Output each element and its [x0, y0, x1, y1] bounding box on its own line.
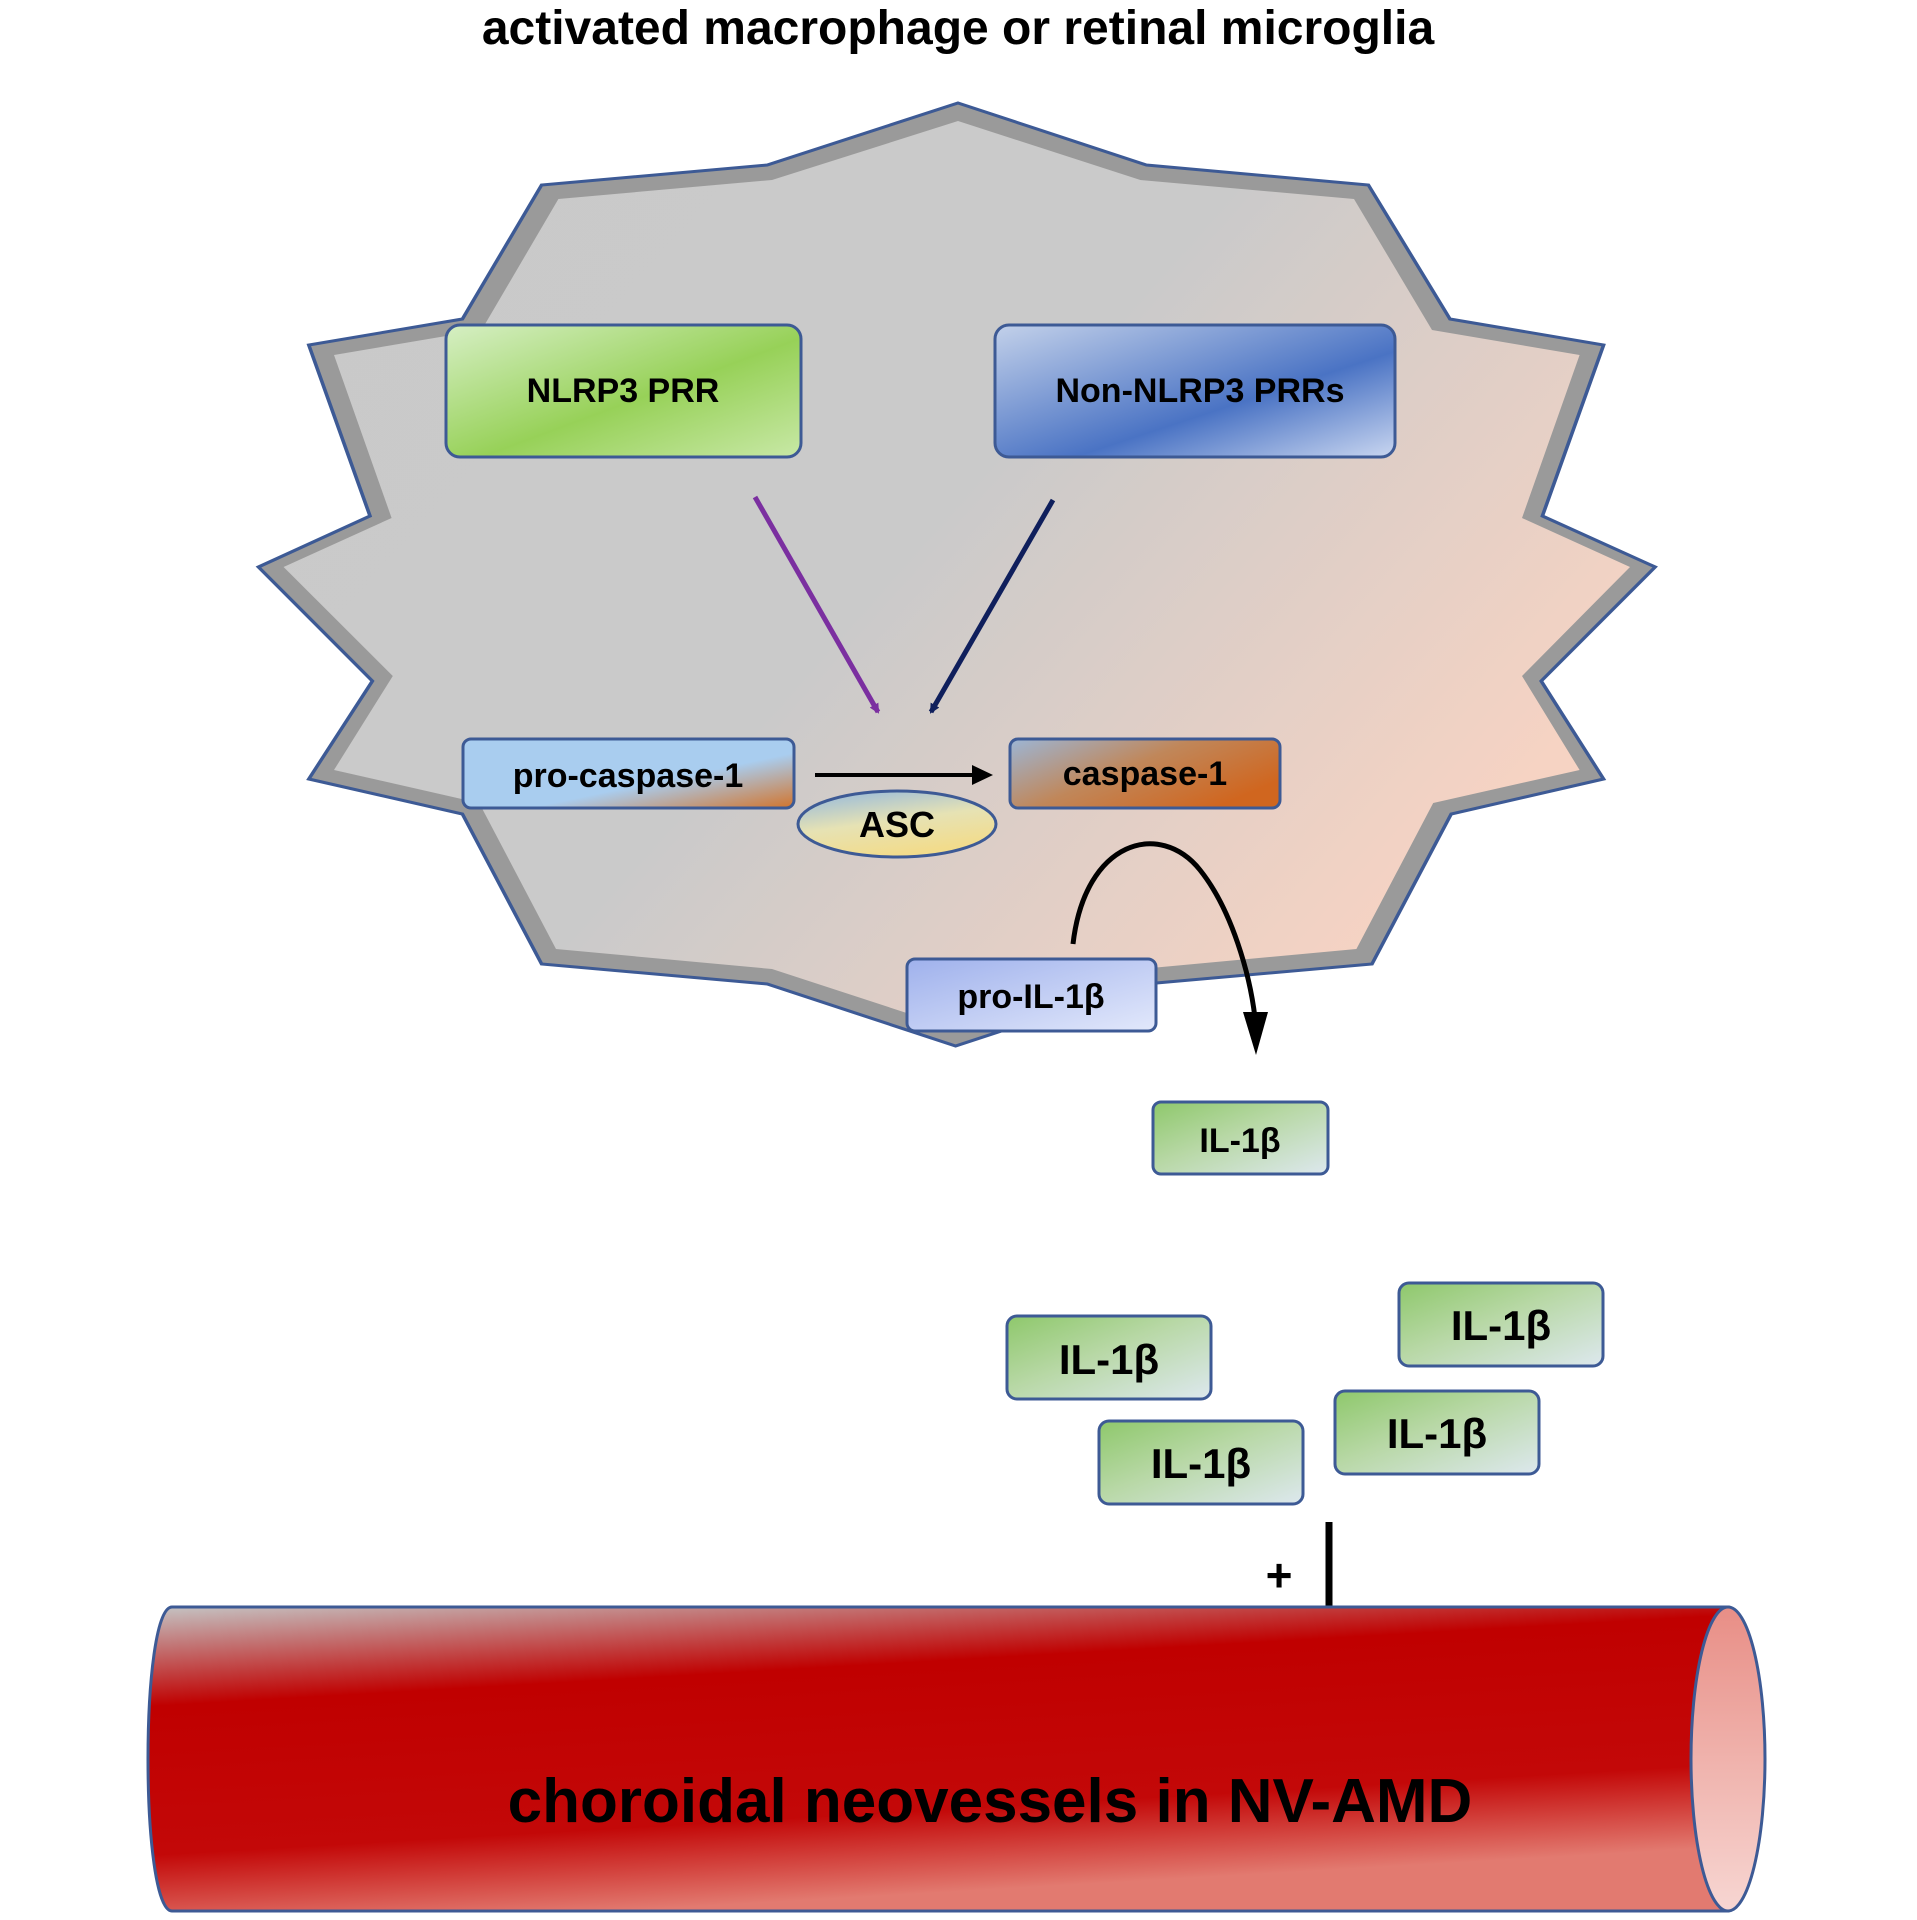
- pro-caspase-1-label: pro-caspase-1: [513, 757, 744, 795]
- vessel-label: choroidal neovessels in NV-AMD: [508, 1767, 1473, 1836]
- il1b-secreted-box: IL-1β: [1005, 1314, 1213, 1401]
- cell-body: [255, 101, 1658, 1048]
- pro-il1b-box: pro-IL-1β: [905, 957, 1158, 1033]
- asc-label: ASC: [859, 804, 935, 845]
- il1b-inside-box: IL-1β: [1151, 1100, 1330, 1176]
- nlrp3-prr-label: NLRP3 PRR: [527, 372, 720, 410]
- activation-arrowhead: [972, 765, 993, 785]
- il1b-secreted-box: IL-1β: [1333, 1389, 1541, 1476]
- il1b-secreted-box: IL-1β: [1397, 1281, 1605, 1368]
- il1b-secreted-label: IL-1β: [1451, 1302, 1551, 1349]
- non-nlrp3-arrow: [928, 498, 1056, 714]
- non-nlrp3-prrs-box: Non-NLRP3 PRRs: [993, 323, 1397, 459]
- caspase-1-label: caspase-1: [1063, 755, 1227, 793]
- cell-fill: [283, 121, 1631, 1029]
- il1b-secreted-box: IL-1β: [1097, 1419, 1305, 1506]
- il1b-secreted-label: IL-1β: [1059, 1336, 1159, 1383]
- non-nlrp3-prrs-label: Non-NLRP3 PRRs: [1055, 372, 1344, 410]
- pro-il1b-label: pro-IL-1β: [957, 978, 1104, 1016]
- vessel-cylinder: choroidal neovessels in NV-AMD: [146, 1605, 1767, 1913]
- diagram-title: activated macrophage or retinal microgli…: [482, 2, 1435, 55]
- nlrp3-arrow: [752, 495, 881, 714]
- il1b-secreted-label: IL-1β: [1151, 1440, 1251, 1487]
- vessel-body: [146, 1605, 1730, 1913]
- caspase-1-box: caspase-1: [1008, 737, 1282, 810]
- cleavage-arrow: [1070, 841, 1258, 1019]
- il1b-secreted-label: IL-1β: [1387, 1410, 1487, 1457]
- il1b-inside-label: IL-1β: [1199, 1122, 1280, 1160]
- pro-caspase-1-box: pro-caspase-1: [461, 737, 796, 810]
- cleavage-arrowhead: [1243, 1012, 1268, 1055]
- nlrp3-prr-box: NLRP3 PRR: [444, 323, 803, 459]
- plus-sign: +: [1266, 1549, 1293, 1601]
- asc-ellipse: ASC: [796, 789, 998, 859]
- vessel-end: [1689, 1605, 1767, 1913]
